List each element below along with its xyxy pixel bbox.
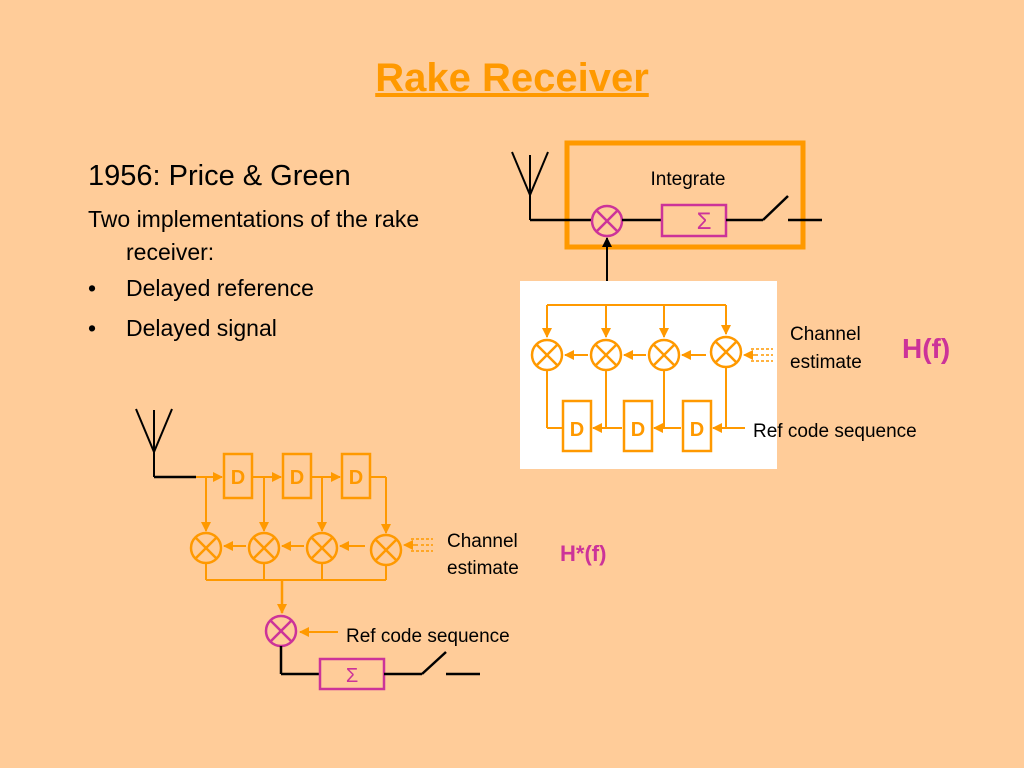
multiplier-icon <box>264 614 298 648</box>
multiplier-icon <box>305 531 339 565</box>
multiplier-icon <box>369 533 403 567</box>
antenna-icon <box>135 408 173 477</box>
multiplier-icon <box>590 204 624 238</box>
delay-label: D <box>231 467 245 489</box>
integrate-label: Integrate <box>651 169 726 190</box>
bottom-diagram: D D D <box>135 408 606 691</box>
subtext: Two implementations of the rake receiver… <box>88 203 508 267</box>
channel-estimate-label: estimate <box>790 352 862 373</box>
text-block: 1956: Price & Green Two implementations … <box>88 160 508 348</box>
delay-block <box>561 399 593 453</box>
integrate-box <box>564 140 806 250</box>
switch-icon <box>762 195 789 221</box>
channel-estimate-input <box>743 348 773 362</box>
multiplier-icon <box>247 531 281 565</box>
delay-block <box>622 399 654 453</box>
switch-icon <box>421 651 447 675</box>
channel-estimate-label: Channel <box>790 324 861 345</box>
bullet-item: • Delayed signal <box>88 308 508 348</box>
sum-symbol: Σ <box>697 208 712 235</box>
delay-label: D <box>631 419 645 441</box>
slide-title: Rake Receiver <box>375 56 649 100</box>
delay-label: D <box>290 467 304 489</box>
bullet-dot: • <box>88 314 97 341</box>
sum-symbol: Σ <box>346 665 358 687</box>
channel-estimate-input <box>403 538 433 552</box>
ref-code-label: Ref code sequence <box>346 626 510 647</box>
bullet-dot: • <box>88 274 97 301</box>
bullet-text: Delayed signal <box>126 314 277 341</box>
heading-text: 1956: Price & Green <box>88 160 351 192</box>
antenna-icon <box>511 151 549 220</box>
filter-label: H(f) <box>902 333 950 364</box>
delay-block <box>681 399 713 453</box>
delay-label: D <box>570 419 584 441</box>
top-diagram: Integrate Σ <box>511 140 950 469</box>
channel-estimate-label: estimate <box>447 558 519 579</box>
correlator-panel <box>520 281 777 469</box>
ref-code-label: Ref code sequence <box>753 421 917 442</box>
multiplier-icon <box>189 531 223 565</box>
multiplier-icon <box>530 338 564 372</box>
filter-label: H*(f) <box>560 541 606 566</box>
bullet-list: • Delayed reference • Delayed signal <box>88 268 508 349</box>
bullet-text: Delayed reference <box>126 274 314 301</box>
delay-label: D <box>349 467 363 489</box>
multiplier-icon <box>709 335 743 369</box>
channel-estimate-label: Channel <box>447 531 518 552</box>
bullet-item: • Delayed reference <box>88 268 508 308</box>
delay-label: D <box>690 419 704 441</box>
sum-block <box>660 203 728 238</box>
subtext-content: Two implementations of the rake receiver… <box>88 206 420 265</box>
